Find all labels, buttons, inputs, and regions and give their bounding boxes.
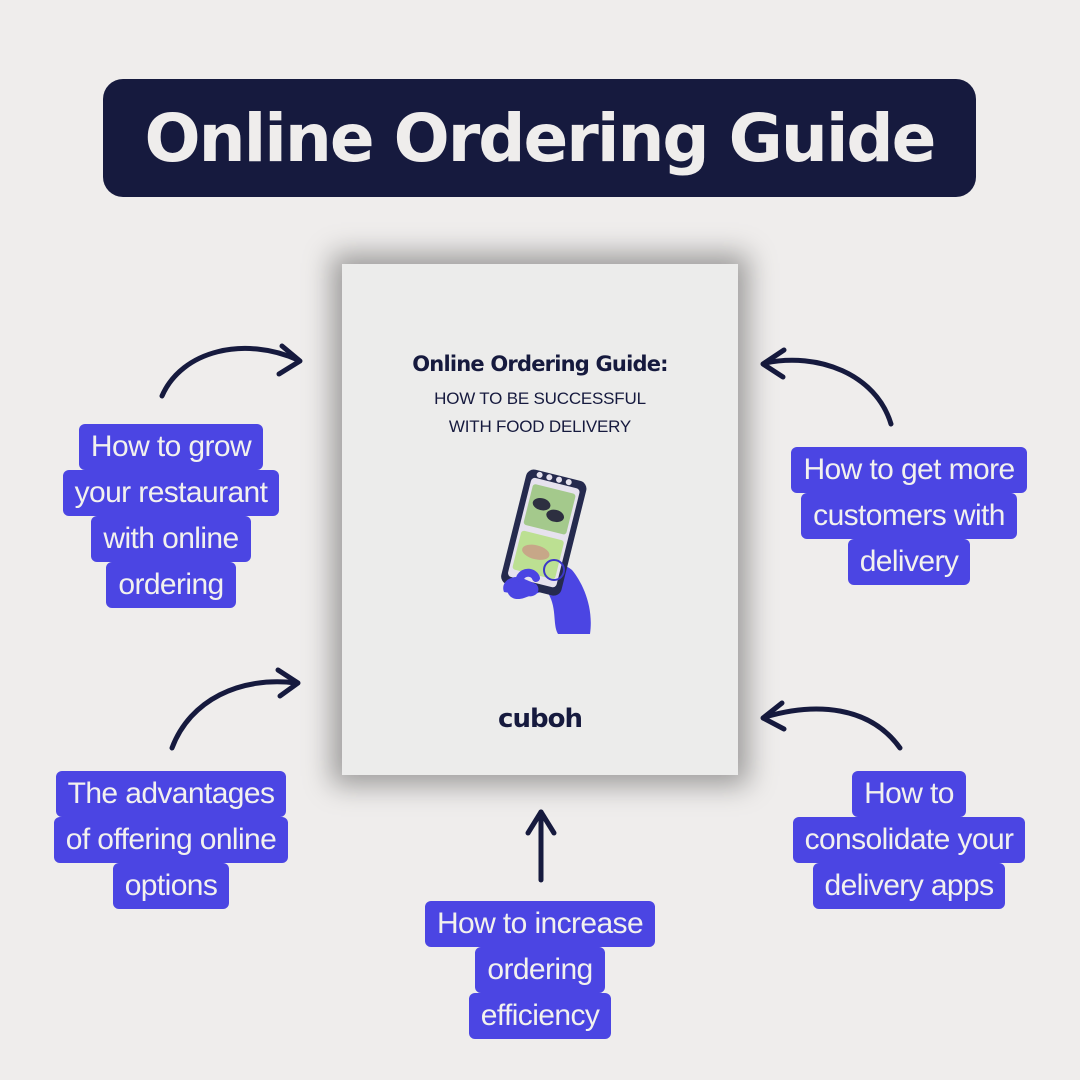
label-line: ordering	[106, 562, 236, 608]
cover-subtitle: HOW TO BE SUCCESSFUL WITH FOOD DELIVERY	[342, 385, 738, 441]
arrow-icon-grow	[159, 343, 303, 399]
page-title: Online Ordering Guide	[144, 99, 937, 177]
label-line: your restaurant	[62, 470, 280, 516]
title-banner: Online Ordering Guide	[103, 79, 976, 197]
guide-cover: Online Ordering Guide: HOW TO BE SUCCESS…	[342, 264, 738, 775]
label-line: How to increase	[424, 901, 656, 947]
phone-in-hand-icon	[501, 469, 591, 634]
label-line: ordering	[475, 947, 605, 993]
label-line: How to grow	[78, 424, 264, 470]
label-line: delivery	[847, 539, 971, 585]
label-line: The advantages	[55, 771, 287, 817]
label-line: of offering online	[53, 817, 289, 863]
label-grow-restaurant: How to grow your restaurant with online …	[20, 424, 322, 608]
arrow-icon-advantages	[169, 667, 301, 751]
label-advantages: The advantages of offering online option…	[20, 771, 322, 909]
label-line: consolidate your	[792, 817, 1026, 863]
cover-subtitle-line-2: WITH FOOD DELIVERY	[448, 417, 632, 436]
cover-title: Online Ordering Guide:	[412, 352, 668, 376]
label-efficiency: How to increase ordering efficiency	[384, 901, 696, 1039]
label-line: options	[112, 863, 230, 909]
arrow-icon-customers	[760, 347, 894, 427]
label-line: How to	[852, 771, 966, 817]
arrow-icon-consolidate	[760, 700, 903, 751]
label-line: efficiency	[468, 993, 612, 1039]
label-line: delivery apps	[812, 863, 1006, 909]
label-more-customers: How to get more customers with delivery	[758, 447, 1060, 585]
cover-subtitle-line-1: HOW TO BE SUCCESSFUL	[434, 389, 646, 408]
label-line: How to get more	[791, 447, 1027, 493]
brand-logo: cuboh	[498, 704, 583, 734]
arrow-icon-efficiency	[525, 809, 557, 883]
label-line: customers with	[801, 493, 1017, 539]
label-consolidate-apps: How to consolidate your delivery apps	[758, 771, 1060, 909]
label-line: with online	[91, 516, 251, 562]
